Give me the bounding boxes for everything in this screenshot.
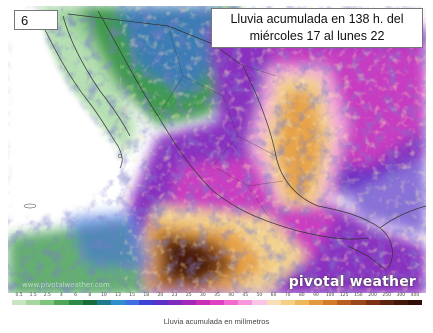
legend-tick-label: 400 bbox=[410, 293, 420, 298]
guatemala-border bbox=[347, 245, 387, 271]
legend-tick-label: 50 bbox=[256, 293, 263, 298]
map-title: Lluvia acumulada en 138 h. del miércoles… bbox=[211, 8, 423, 48]
legend-swatch bbox=[26, 300, 41, 305]
rainfall-map-canvas bbox=[8, 6, 426, 306]
us-border bbox=[67, 13, 241, 65]
legend-tick-label: 40 bbox=[228, 293, 234, 298]
islands bbox=[23, 153, 123, 209]
legend-tick-label: 45 bbox=[242, 293, 249, 298]
legend-tick-label: 0.5 bbox=[15, 293, 23, 298]
legend-swatch bbox=[280, 300, 295, 305]
legend-swatch bbox=[266, 300, 281, 305]
color-legend-swatches bbox=[12, 300, 423, 305]
legend-tick-label: 60 bbox=[270, 293, 277, 298]
watermark: www.pivotalweather.com bbox=[22, 281, 110, 289]
legend-swatch bbox=[407, 300, 423, 305]
legend-tick-label: 125 bbox=[339, 293, 349, 298]
map-title-line1: Lluvia acumulada en 138 h. del bbox=[230, 12, 404, 26]
map-title-line2: miércoles 17 al lunes 22 bbox=[249, 29, 385, 43]
legend-tick-label: 90 bbox=[313, 293, 319, 298]
mainland-west-coast bbox=[97, 10, 369, 240]
gulf-coast bbox=[242, 65, 393, 269]
legend-tick-label: 100 bbox=[325, 293, 335, 298]
legend-tick-label: 23 bbox=[171, 293, 178, 298]
legend-swatch bbox=[351, 300, 366, 305]
legend-tick-label: 13 bbox=[115, 293, 121, 298]
legend-tick-label: 10 bbox=[101, 293, 107, 298]
legend-swatch bbox=[195, 300, 210, 305]
legend-swatch bbox=[139, 300, 154, 305]
coastlines bbox=[37, 10, 426, 271]
legend-swatch bbox=[294, 300, 309, 305]
legend-tick-label: 2.5 bbox=[43, 293, 51, 298]
legend-tick-label: 250 bbox=[382, 293, 391, 298]
legend-tick-label: 18 bbox=[143, 293, 150, 298]
legend-swatch bbox=[337, 300, 352, 305]
legend-tick-label: 80 bbox=[298, 293, 305, 298]
brand-logo-text: pivotal weather bbox=[288, 274, 416, 290]
legend-swatch bbox=[153, 300, 168, 305]
ocean-mask bbox=[8, 6, 118, 221]
slide-number: 6 bbox=[14, 10, 58, 30]
legend-swatch bbox=[12, 300, 27, 305]
legend-swatch bbox=[167, 300, 182, 305]
legend-tick-label: 1.5 bbox=[29, 293, 37, 298]
legend-tick-label: 200 bbox=[368, 293, 377, 298]
legend-swatch bbox=[224, 300, 239, 305]
legend-swatch bbox=[110, 300, 126, 305]
legend-tick-label: 35 bbox=[214, 293, 220, 298]
yucatan-coast bbox=[379, 205, 426, 229]
legend-tick-label: 6 bbox=[74, 293, 78, 298]
baja-inner-coast bbox=[62, 15, 131, 137]
legend-swatch bbox=[181, 300, 196, 305]
color-legend: 0.5 1.5 2.5 4 6 8 10 13 15 18 20 23 25 30 35 40 45 50 60 70… bbox=[8, 293, 426, 306]
legend-swatch bbox=[82, 300, 97, 305]
state-borders bbox=[157, 25, 284, 217]
color-legend-ticks: 0.5 1.5 2.5 4 6 8 10 13 15 18 20 23 25 30 35 40 45 50 60 70… bbox=[12, 293, 422, 300]
legend-swatch bbox=[252, 300, 267, 305]
legend-swatch bbox=[365, 300, 380, 305]
legend-tick-label: 300 bbox=[396, 293, 406, 298]
legend-swatch bbox=[96, 300, 111, 305]
legend-swatch bbox=[379, 300, 394, 305]
legend-tick-label: 150 bbox=[354, 293, 363, 298]
rainfall-map: 6 Lluvia acumulada en 138 h. del miércol… bbox=[8, 6, 426, 306]
legend-swatch bbox=[393, 300, 408, 305]
legend-tick-label: 8 bbox=[88, 293, 92, 298]
legend-tick-label: 15 bbox=[129, 293, 136, 298]
legend-swatch bbox=[54, 300, 69, 305]
legend-swatch bbox=[323, 300, 338, 305]
legend-tick-label: 30 bbox=[199, 293, 206, 298]
legend-tick-label: 70 bbox=[284, 293, 291, 298]
legend-swatch bbox=[40, 300, 55, 305]
legend-tick-label: 4 bbox=[60, 293, 63, 298]
precip-speckle-tan bbox=[148, 6, 426, 306]
legend-swatch bbox=[125, 300, 140, 305]
legend-tick-label: 25 bbox=[185, 293, 192, 298]
legend-swatch bbox=[68, 300, 83, 305]
legend-swatch bbox=[209, 300, 225, 305]
legend-tick-label: 20 bbox=[157, 293, 164, 298]
legend-swatch bbox=[238, 300, 253, 305]
legend-swatch bbox=[308, 300, 324, 305]
legend-caption: Lluvia acumulada en milímetros bbox=[163, 317, 270, 326]
